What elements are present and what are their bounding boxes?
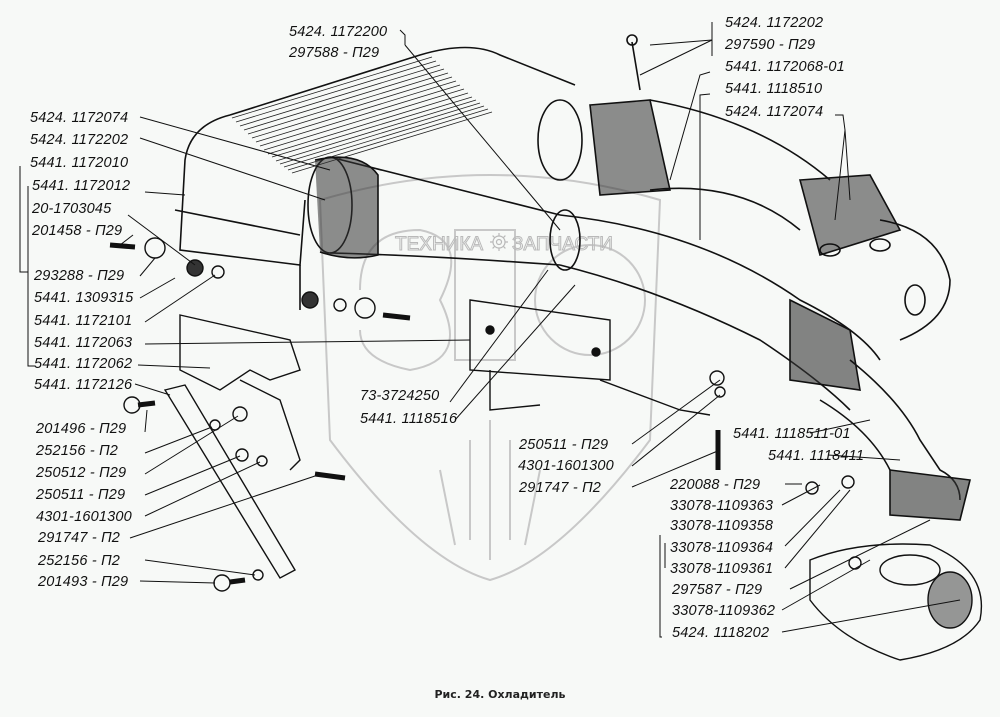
watermark-shield (318, 174, 662, 582)
part-label: 250511 - П29 (36, 487, 126, 503)
part-label: 201458 - П29 (32, 223, 123, 239)
part-label: 5441. 1172010 (30, 155, 129, 171)
part-label: 5441. 1172012 (32, 178, 131, 194)
brackets (109, 237, 855, 592)
part-label: 5441. 1309315 (34, 290, 134, 306)
part-label: 291747 - П2 (38, 530, 121, 546)
part-label: 5441. 1172126 (34, 377, 133, 393)
watermark-right-text: ЗАПЧАСТИ (512, 234, 613, 255)
part-label: 297587 - П29 (672, 582, 763, 598)
part-label: 297590 - П29 (725, 37, 816, 53)
part-label: 33078-1109364 (670, 540, 774, 556)
hose-top-right (537, 34, 951, 341)
part-label: 5441. 1172068-01 (725, 59, 845, 75)
part-label: 250511 - П29 (519, 437, 609, 453)
leader-lines (19, 22, 961, 638)
part-label: 252156 - П2 (38, 553, 121, 569)
part-label: 5424. 1172200 (289, 24, 388, 40)
part-label: 5441. 1172062 (34, 356, 133, 372)
part-label: 33078-1109358 (670, 518, 774, 534)
figure-caption: Рис. 24. Охладитель (434, 688, 566, 701)
part-label: 4301-1601300 (518, 458, 614, 474)
part-label: 33078-1109363 (670, 498, 774, 514)
part-label: 291747 - П2 (519, 480, 602, 496)
part-label: 5424. 1118202 (672, 625, 770, 641)
part-label: 5441. 1172063 (34, 335, 133, 351)
part-label: 250512 - П29 (36, 465, 127, 481)
part-label: 33078-1109361 (670, 561, 774, 577)
part-label: 5441. 1118511-01 (733, 426, 851, 442)
part-label: 5424. 1172074 (30, 110, 129, 126)
cooling-fins (231, 56, 493, 174)
pipe-center (559, 214, 971, 521)
part-label: 5441. 1118510 (725, 81, 823, 97)
watermark-text: ТЕХНИКА ЗАПЧАСТИ (395, 233, 613, 256)
part-label: 5424. 1172202 (725, 15, 824, 31)
part-label: 220088 - П29 (670, 477, 761, 493)
part-label: 20-1703045 (32, 201, 112, 217)
hose-left (307, 156, 581, 271)
part-label: 201493 - П29 (38, 574, 129, 590)
part-label: 4301-1601300 (36, 509, 132, 525)
gear-icon (490, 233, 508, 251)
part-label: 5441. 1118411 (768, 448, 865, 464)
part-label: 297588 - П29 (289, 45, 380, 61)
turbocharger (809, 543, 983, 661)
intercooler-core (174, 46, 576, 310)
part-label: 5441. 1172101 (34, 313, 133, 329)
part-label: 5424. 1172074 (725, 104, 824, 120)
part-label: 293288 - П29 (34, 268, 125, 284)
part-label: 201496 - П29 (36, 421, 127, 437)
part-label: 73-3724250 (360, 388, 440, 404)
part-label: 33078-1109362 (672, 603, 776, 619)
part-label: 252156 - П2 (36, 443, 119, 459)
part-label: 5424. 1172202 (30, 132, 129, 148)
watermark-left-text: ТЕХНИКА (395, 234, 483, 255)
part-label: 5441. 1118516 (360, 411, 458, 427)
